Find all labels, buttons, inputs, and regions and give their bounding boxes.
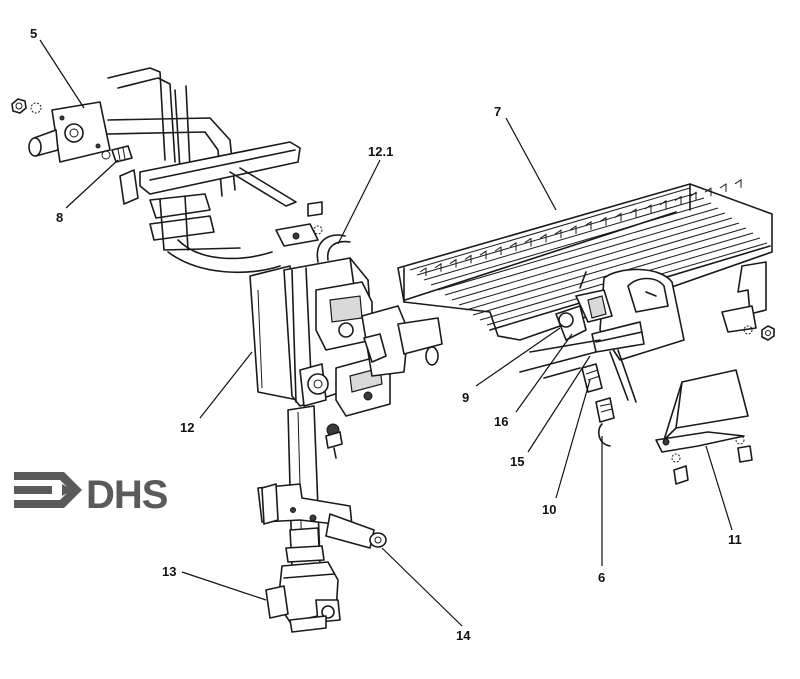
dhs-logo: DHS <box>14 472 169 517</box>
callout-5: 5 <box>30 26 37 41</box>
callout-9: 9 <box>462 390 469 405</box>
piezo-igniter <box>325 423 343 459</box>
logo-text: DHS <box>86 473 168 517</box>
screw-8 <box>101 145 133 163</box>
logo-mark <box>14 472 82 508</box>
callout-7: 7 <box>494 104 501 119</box>
callout-15: 15 <box>510 454 524 469</box>
callout-13: 13 <box>162 564 176 579</box>
callout-labels: 5 8 12.1 7 12 9 16 15 10 6 11 13 14 <box>30 26 742 643</box>
burner-frame-bracket <box>119 141 323 274</box>
burner-bars-7 <box>397 178 773 341</box>
callout-12-1: 12.1 <box>368 144 393 159</box>
callout-8: 8 <box>56 210 63 225</box>
leader-lines <box>39 39 733 627</box>
gas-inlet-pipe-assembly <box>257 405 387 633</box>
callout-14: 14 <box>456 628 471 643</box>
callout-6: 6 <box>598 570 605 585</box>
pilot-burner-assembly <box>519 271 645 447</box>
callout-16: 16 <box>494 414 508 429</box>
callout-10: 10 <box>542 502 556 517</box>
pilot-bracket-assembly <box>11 67 236 197</box>
callout-11: 11 <box>728 532 742 547</box>
callout-12: 12 <box>180 420 194 435</box>
gas-valve-assembly <box>249 234 443 459</box>
shield-plate-11 <box>655 369 753 485</box>
isolation-valve-13 <box>265 561 341 633</box>
